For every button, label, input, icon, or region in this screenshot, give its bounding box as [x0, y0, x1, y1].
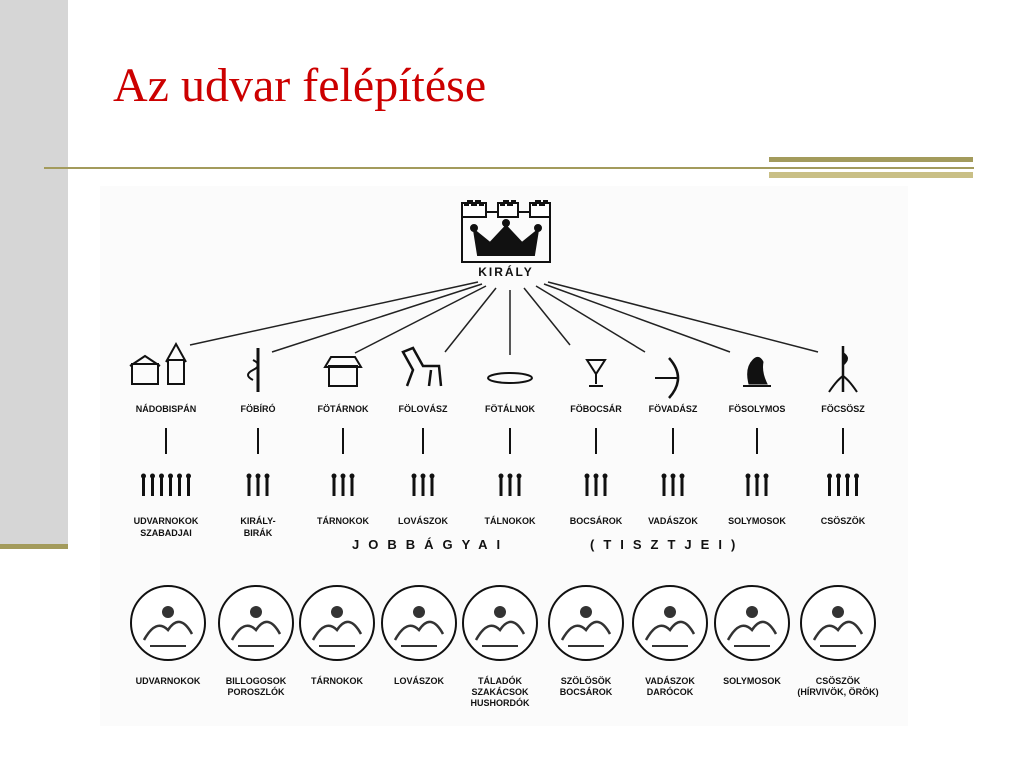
title-accent-bar — [769, 157, 973, 162]
falcon-icon — [743, 356, 771, 387]
servant-label: UDVARNOKOK — [136, 676, 201, 686]
people-figures-icon — [745, 473, 769, 496]
official-label: NÁDOBISPÁN — [136, 404, 197, 414]
caption-jobbagyai: JOBBÁGYAI — [352, 537, 509, 552]
official-label: FÖLOVÁSZ — [399, 404, 449, 414]
servant-label: VADÁSZOK — [645, 676, 695, 686]
servant-label: SZAKÁCSOK — [471, 687, 529, 697]
servant-label: SZÖLÖSÖK — [561, 676, 612, 686]
servant-label: TÁLADÓK — [478, 675, 522, 686]
servant-medallion-icon — [800, 585, 876, 661]
group-label: SZABADJAI — [140, 528, 192, 538]
group-label: KIRÁLY- — [240, 516, 275, 526]
goblet-icon — [585, 359, 607, 387]
people-figures-icon — [827, 473, 859, 496]
people-figures-icon — [246, 473, 270, 496]
servant-label: HUSHORDÓK — [470, 697, 530, 708]
group-label: SOLYMOSOK — [728, 516, 786, 526]
group-label: TÁLNOKOK — [485, 516, 536, 526]
caption-tisztjei: (TISZTJEI) — [590, 537, 744, 552]
group-label: CSÖSZÖK — [821, 516, 866, 526]
group-label: LOVÁSZOK — [398, 516, 449, 526]
group-label: TÁRNOKOK — [317, 516, 369, 526]
servant-medallion-icon — [381, 585, 457, 661]
connector-line — [354, 285, 487, 354]
side-bar-rule — [0, 544, 68, 549]
servant-medallion-icon — [462, 585, 538, 661]
connector-line — [444, 287, 497, 353]
servant-medallion-icon — [548, 585, 624, 661]
servant-label: BOCSÁROK — [560, 687, 613, 697]
church-icon — [129, 341, 187, 385]
title-accent-bar-secondary — [769, 172, 973, 178]
officials-row: NÁDOBISPÁN FÖBÍRÓ FÖTÁRNOK FÖLOVÁSZ FÖTÁLNOK… — [129, 341, 865, 454]
servant-label: POROSZLÓK — [227, 686, 285, 697]
staff-icon — [247, 348, 260, 392]
house-icon — [323, 356, 363, 387]
platter-icon — [487, 372, 533, 384]
official-label: FÖBOCSÁR — [570, 404, 622, 414]
servant-label: CSÖSZÖK — [816, 676, 861, 686]
official-label: FÖTÁRNOK — [318, 404, 369, 414]
people-figures-icon — [498, 473, 522, 496]
king-label: KIRÁLY — [478, 264, 534, 279]
people-figures-icon — [331, 473, 355, 496]
official-label: FÖCSÖSZ — [821, 404, 865, 414]
connector-lines — [189, 281, 819, 355]
title-underline — [44, 167, 974, 169]
official-label: FÖBÍRÓ — [241, 403, 276, 414]
servant-medallion-icon — [130, 585, 206, 661]
servant-medallion-icon — [218, 585, 294, 661]
servant-medallion-icon — [632, 585, 708, 661]
axe-icon — [828, 346, 858, 393]
people-figures-icon — [584, 473, 608, 496]
connector-line — [535, 285, 646, 353]
servant-label: (HÍRVIVÖK, ÖRÖK) — [797, 687, 878, 697]
servant-label: TÁRNOKOK — [311, 676, 363, 686]
group-label: UDVARNOKOK — [134, 516, 199, 526]
servant-label: SOLYMOSOK — [723, 676, 781, 686]
connector-line — [543, 283, 731, 353]
slide-title: Az udvar felépítése — [113, 59, 487, 112]
servant-label: LOVÁSZOK — [394, 676, 445, 686]
groups-row: UDVARNOKOK SZABADJAI KIRÁLY- BIRÁK TÁRNOKOK L… — [134, 473, 866, 538]
group-label: BOCSÁROK — [570, 516, 623, 526]
people-figures-icon — [661, 473, 685, 496]
group-label: VADÁSZOK — [648, 516, 698, 526]
connector-line — [523, 287, 571, 346]
servant-label: BILLOGOSOK — [226, 676, 287, 686]
castle-crown-icon — [461, 200, 551, 263]
servant-medallion-icon — [299, 585, 375, 661]
official-label: FÖTÁLNOK — [485, 404, 535, 414]
people-figures-icon — [411, 473, 435, 496]
servant-medallion-icon — [714, 585, 790, 661]
horse-icon — [401, 346, 443, 387]
connector-line — [271, 283, 483, 353]
connector-line — [547, 281, 819, 353]
servant-label: DARÓCOK — [647, 686, 694, 697]
connector-line — [189, 281, 479, 346]
people-figures-icon — [141, 473, 191, 496]
official-label: FÖVADÁSZ — [649, 404, 698, 414]
side-bar — [0, 0, 68, 548]
group-label: BIRÁK — [244, 528, 273, 538]
bow-icon — [655, 357, 680, 399]
official-label: FÖSOLYMOS — [729, 404, 786, 414]
